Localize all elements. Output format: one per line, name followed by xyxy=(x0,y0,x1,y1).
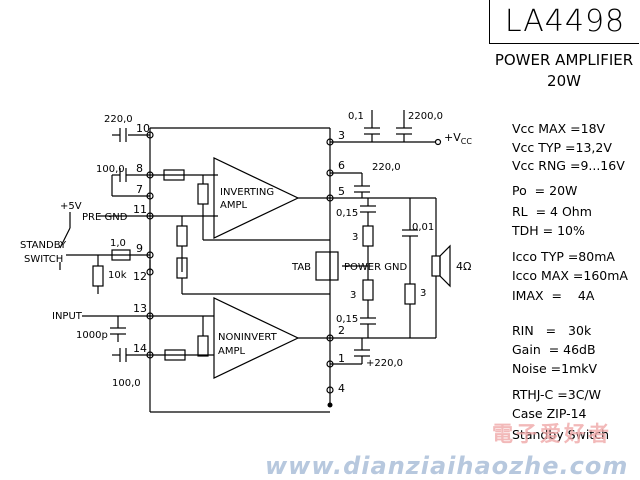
pin-label: 2 xyxy=(338,324,345,337)
noninvert-amp-label: NONINVERT xyxy=(218,332,278,343)
pin-nodes xyxy=(146,131,334,408)
pin-label: 12 xyxy=(133,270,147,283)
c-015-top-label: 0,15 xyxy=(336,208,358,219)
inverting-amp-label: INVERTING xyxy=(220,187,274,198)
pin-label: 8 xyxy=(136,162,143,175)
r-3-top-label: 3 xyxy=(352,232,358,243)
pin-label: 5 xyxy=(338,185,345,198)
c-1000p-label: 1000p xyxy=(76,330,108,341)
spec-line: TDH = 10% xyxy=(512,223,585,238)
spec-line: IMAX = 4A xyxy=(512,288,595,303)
pin-label: 1 xyxy=(338,352,345,365)
spec-line: RIN = 30k xyxy=(512,323,592,338)
watermark-chinese: 電子爱好者 xyxy=(492,422,612,446)
subtitle-power-amplifier: POWER AMPLIFIER xyxy=(494,51,634,69)
pin-label: 14 xyxy=(133,342,147,355)
input-label: INPUT xyxy=(52,311,83,322)
standby-label: SWITCH xyxy=(24,254,63,265)
noninvert-amp-label: AMPL xyxy=(218,346,245,357)
standby-label: STANDBY xyxy=(20,240,67,251)
spec-line: Gain = 46dB xyxy=(512,342,596,357)
pin-label: 13 xyxy=(133,302,147,315)
pre-gnd-label: PRE GND xyxy=(82,212,128,223)
spec-line: Po = 20W xyxy=(512,183,578,198)
spec-line: Icco TYP =80mA xyxy=(512,249,615,264)
c-015-bottom-label: 0,15 xyxy=(336,314,358,325)
c-220-top-label: 220,0 xyxy=(104,114,133,125)
spec-line: Standby Switch xyxy=(512,427,609,442)
plus5v-label: +5V xyxy=(60,201,82,212)
pin-label: 11 xyxy=(133,203,147,216)
tab-label: TAB xyxy=(291,262,311,273)
r-3-mid-label: 3 xyxy=(420,288,426,299)
r-3-bottom-label: 3 xyxy=(350,290,356,301)
wiring xyxy=(59,110,451,413)
speaker-label: 4Ω xyxy=(456,260,471,273)
c-100-bottom-label: 100,0 xyxy=(112,378,141,389)
spec-line: RL = 4 Ohm xyxy=(512,204,592,219)
c-0-1-label: 0,1 xyxy=(348,111,364,122)
pin-label: 6 xyxy=(338,159,345,172)
pin-label: 7 xyxy=(136,183,143,196)
spec-line: Icco MAX =160mA xyxy=(512,268,628,283)
r-10k-label: 10k xyxy=(108,270,127,281)
vcc-label: +VCC xyxy=(444,131,472,146)
spec-line: Case ZIP-14 xyxy=(512,406,587,421)
c-001-label: 0,01 xyxy=(412,222,434,233)
power-gnd-label: POWER GND xyxy=(344,262,407,273)
c-2200-label: 2200,0 xyxy=(408,111,443,122)
spec-line: Noise =1mkV xyxy=(512,361,598,376)
spec-line: Vcc RNG =9...16V xyxy=(512,158,625,173)
inverting-amplifier xyxy=(213,157,300,239)
spec-line: Vcc MAX =18V xyxy=(512,121,606,136)
pin-label: 3 xyxy=(338,129,345,142)
c-220-bottom-label: +220,0 xyxy=(366,358,403,369)
spec-line: Vcc TYP =13,2V xyxy=(512,140,612,155)
watermark-url: www.dianziaihaozhe.com xyxy=(265,452,629,480)
c-220-out-label: 220,0 xyxy=(372,162,401,173)
r-1-0-label: 1,0 xyxy=(110,238,126,249)
spec-line: RTHJ-C =3C/W xyxy=(512,387,601,402)
pin-label: 4 xyxy=(338,382,345,395)
c-100-left-label: 100,0 xyxy=(96,164,125,175)
inverting-amp-label: AMPL xyxy=(220,200,247,211)
subtitle-power-rating: 20W xyxy=(547,72,581,90)
pin-label: 10 xyxy=(136,122,150,135)
noninverting-amplifier xyxy=(213,297,300,379)
part-number: LA4498 xyxy=(504,4,626,39)
pin-label: 9 xyxy=(136,242,143,255)
title-box: LA4498 xyxy=(489,0,639,44)
